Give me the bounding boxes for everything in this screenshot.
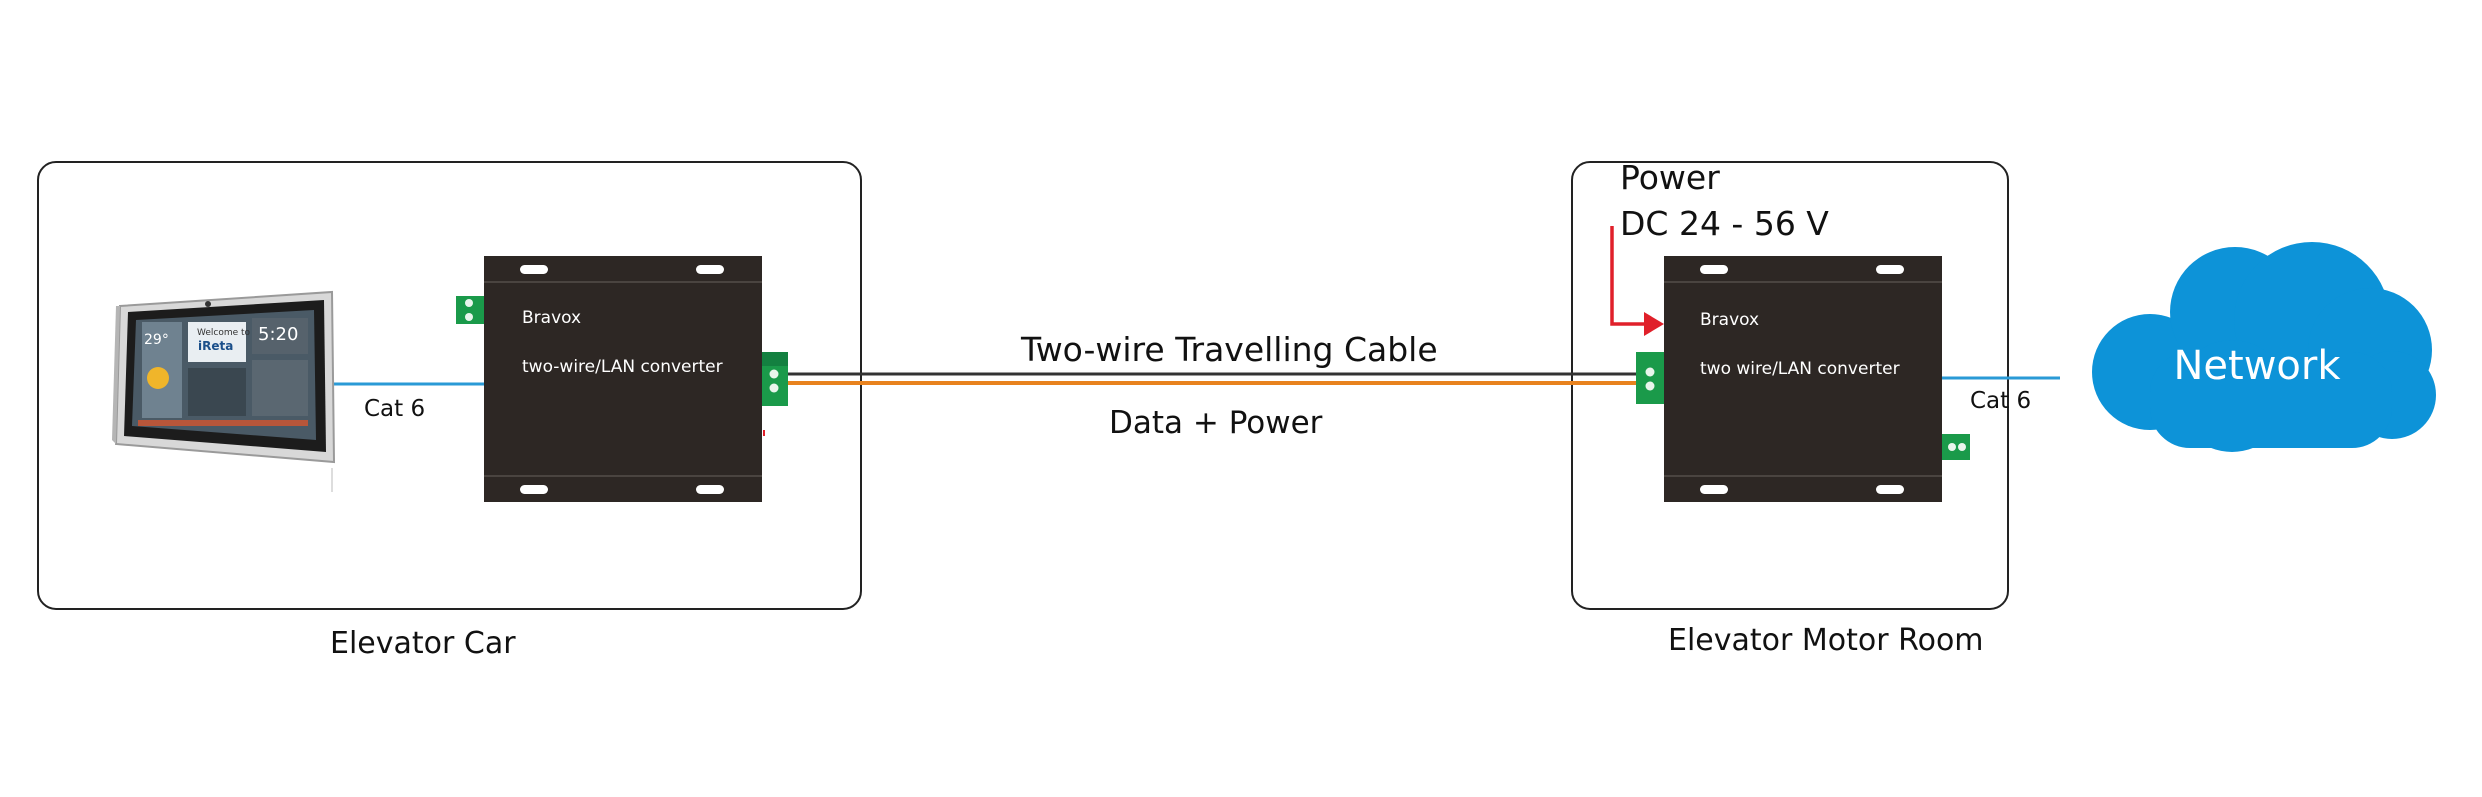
motor-room-zone <box>1571 161 2009 610</box>
right-converter: Bravox two wire/LAN converter <box>1664 256 1942 502</box>
panel-welcome: Welcome to <box>197 328 251 338</box>
power-arrow <box>1610 226 1664 336</box>
left-converter-model: two-wire/LAN converter <box>522 357 723 377</box>
power-label: Power <box>1620 158 1720 197</box>
motor-room-caption: Elevator Motor Room <box>1668 623 1984 658</box>
panel-brand: iReta <box>198 339 233 353</box>
panel-temp: 29° <box>144 332 169 348</box>
right-converter-brand: Bravox <box>1700 310 1759 330</box>
left-converter: Bravox two-wire/LAN converter <box>484 256 762 502</box>
cable-title: Two-wire Travelling Cable <box>1020 330 1438 369</box>
room-cat6-label: Cat 6 <box>1970 388 2031 414</box>
left-power-terminal <box>456 296 484 324</box>
elevator-car-caption: Elevator Car <box>330 626 516 661</box>
car-cat6-label: Cat 6 <box>364 396 425 422</box>
network-cloud <box>2092 242 2436 452</box>
right-power-terminal <box>1942 434 1970 460</box>
cable-subtitle: Data + Power <box>1109 405 1323 441</box>
touch-panel: Welcome to iReta 5:20 29° <box>112 290 336 464</box>
elevator-car-zone <box>37 161 862 610</box>
power-voltage-label: DC 24 - 56 V <box>1620 204 1829 243</box>
network-label: Network <box>2173 343 2341 389</box>
left-converter-brand: Bravox <box>522 308 581 328</box>
right-cable-terminal <box>1636 352 1664 404</box>
left-cable-terminal <box>762 352 788 406</box>
panel-time: 5:20 <box>258 324 298 345</box>
right-converter-model: two wire/LAN converter <box>1700 359 1900 379</box>
